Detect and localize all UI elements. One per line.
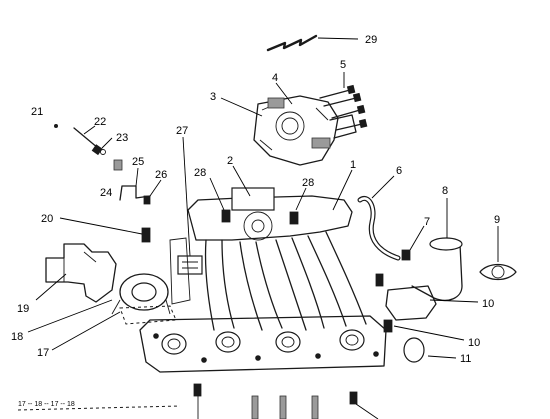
callout-11: 11 [460, 353, 471, 365]
part-22-23-sensor [54, 124, 113, 156]
callout-5: 5 [340, 59, 346, 71]
callout-19: 19 [17, 303, 29, 315]
part-8-elbow-pipe [411, 198, 463, 301]
callout-21: 21 [31, 106, 43, 118]
part-5-bolts [319, 72, 368, 131]
callout-22: 22 [94, 116, 106, 128]
part-11-seal [403, 337, 457, 363]
callout-8: 8 [442, 185, 448, 197]
bottom-parts [17, 383, 379, 419]
callout-27: 27 [176, 125, 188, 137]
callout-10-upper: 10 [482, 298, 494, 310]
callout-29: 29 [365, 34, 377, 46]
callout-3: 3 [210, 91, 216, 103]
callout-labels: 29 5 4 3 21 22 23 27 25 24 26 28 2 28 1 … [11, 34, 500, 408]
part-19-water-outlet [35, 243, 117, 303]
callout-18: 18 [11, 331, 23, 343]
callout-4: 4 [272, 72, 278, 84]
callout-20: 20 [41, 213, 53, 225]
callout-9: 9 [494, 214, 500, 226]
part-28-studs [209, 165, 307, 225]
part-18-housing [27, 273, 171, 333]
bottom-gasket-strip-label: 17 -- 18 -- 17 -- 18 [18, 401, 75, 408]
part-1-intake-manifold [139, 169, 387, 373]
part-7-connector [401, 225, 425, 261]
part-20-bolt [59, 217, 151, 243]
callout-28-left: 28 [194, 167, 206, 179]
callout-6: 6 [396, 165, 402, 177]
callout-10-lower: 10 [468, 337, 480, 349]
callout-24: 24 [100, 187, 112, 199]
callout-7: 7 [424, 216, 430, 228]
callout-2: 2 [227, 155, 233, 167]
part-24-25-26-bracket [113, 159, 162, 205]
part-29-cable [266, 34, 359, 52]
callout-25: 25 [132, 156, 144, 168]
side-mount-bracket [169, 237, 384, 305]
part-6-hose [357, 175, 401, 261]
part-9-gasket [479, 226, 517, 281]
part-3-throttle-body [253, 95, 357, 166]
callout-28-right: 28 [302, 177, 314, 189]
callout-17: 17 [37, 347, 49, 359]
callout-23: 23 [116, 132, 128, 144]
part-17-gasket [51, 305, 177, 351]
callout-1: 1 [350, 159, 356, 171]
callout-26: 26 [155, 169, 167, 181]
part-27-lead [177, 136, 203, 275]
part-10-flange [383, 285, 479, 341]
